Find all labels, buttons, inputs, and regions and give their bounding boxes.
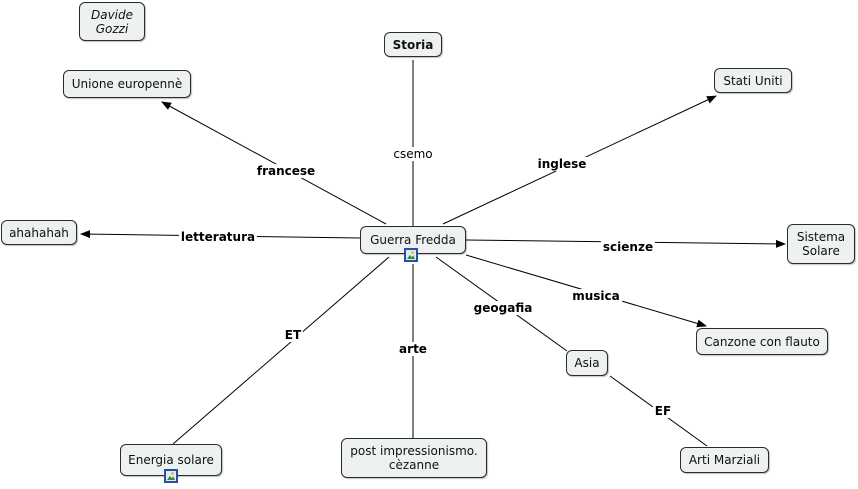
node-stati-uniti[interactable]: Stati Uniti bbox=[714, 68, 792, 93]
author-node[interactable]: Davide Gozzi bbox=[79, 2, 145, 41]
author-last-name: Gozzi bbox=[95, 21, 129, 36]
node-sistema-label: Sistema bbox=[796, 230, 846, 244]
node-unione-europenne[interactable]: Unione europennè bbox=[63, 70, 191, 98]
node-storia[interactable]: Storia bbox=[384, 32, 442, 57]
link-label-francese: francese bbox=[254, 164, 318, 178]
node-asia-label: Asia bbox=[574, 356, 600, 370]
node-post-impressionismo[interactable]: post impressionismo. cèzanne bbox=[341, 438, 487, 478]
node-energia-solare[interactable]: Energia solare bbox=[120, 444, 222, 476]
link-label-ef: EF bbox=[652, 404, 674, 418]
image-icon[interactable] bbox=[404, 248, 418, 262]
node-unione-label: Unione europennè bbox=[71, 77, 183, 91]
line-unione bbox=[161, 101, 387, 225]
node-energia-label: Energia solare bbox=[128, 453, 214, 467]
node-asia[interactable]: Asia bbox=[566, 350, 608, 376]
node-post-label-2: cèzanne bbox=[388, 458, 440, 472]
node-post-label-1: post impressionismo. bbox=[350, 444, 478, 458]
link-label-geogafia: geogafia bbox=[471, 301, 535, 315]
node-ahahahah-label: ahahahah bbox=[9, 225, 69, 240]
node-sistema-solare[interactable]: Sistema Solare bbox=[787, 224, 855, 264]
link-label-arte: arte bbox=[397, 342, 429, 356]
link-label-csemo: csemo bbox=[391, 147, 435, 161]
node-storia-label: Storia bbox=[392, 37, 434, 52]
node-guerra-fredda-label: Guerra Fredda bbox=[370, 233, 456, 247]
node-solare-label: Solare bbox=[802, 244, 840, 258]
line-energia bbox=[172, 256, 390, 445]
node-stati-uniti-label: Stati Uniti bbox=[723, 73, 783, 88]
link-label-letteratura: letteratura bbox=[178, 230, 258, 244]
image-icon[interactable] bbox=[164, 469, 178, 483]
author-first-name: Davide bbox=[90, 7, 134, 22]
link-label-et: ET bbox=[282, 328, 304, 342]
node-arti-label: Arti Marziali bbox=[688, 453, 761, 467]
node-ahahahah[interactable]: ahahahah bbox=[1, 220, 77, 245]
link-label-scienze: scienze bbox=[600, 240, 656, 254]
link-label-musica: musica bbox=[570, 289, 622, 303]
node-canzone-con-flauto[interactable]: Canzone con flauto bbox=[696, 328, 828, 355]
node-canzone-label: Canzone con flauto bbox=[704, 334, 820, 349]
link-label-inglese: inglese bbox=[535, 157, 589, 171]
node-arti-marziali[interactable]: Arti Marziali bbox=[680, 447, 769, 473]
